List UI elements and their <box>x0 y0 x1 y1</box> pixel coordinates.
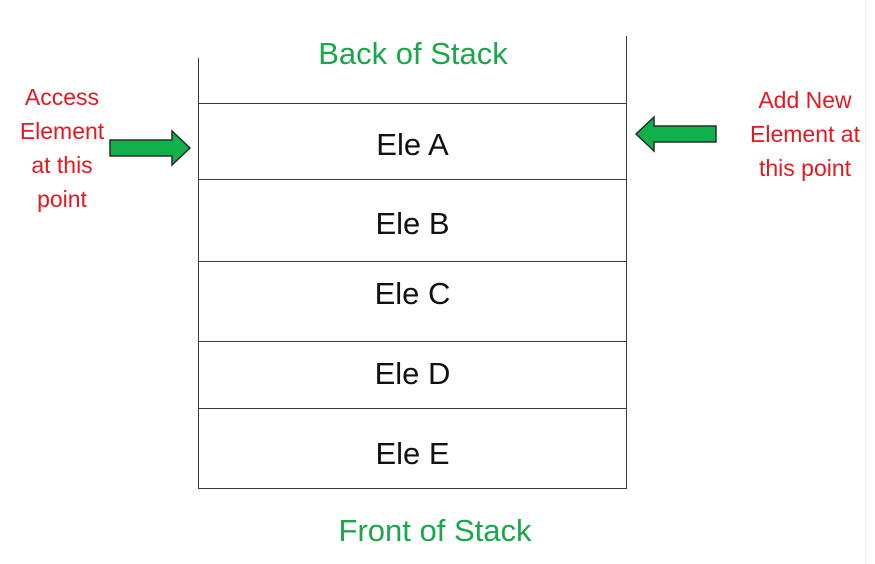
back-of-stack-label: Back of Stack <box>318 36 508 71</box>
stack-element-e: Ele E <box>375 436 450 471</box>
stack-divider <box>198 341 627 342</box>
stack-left-wall <box>198 58 199 489</box>
access-note-line: Access <box>24 84 100 110</box>
stack-divider <box>198 408 627 409</box>
add-note-line: this point <box>758 155 852 181</box>
right-edge-line <box>865 0 866 564</box>
access-note-line: at this <box>31 152 93 178</box>
stack-container: Ele A Ele B Ele C Ele D Ele E <box>198 36 628 489</box>
stack-element-d: Ele D <box>374 356 451 391</box>
left-arrow-icon <box>634 115 717 153</box>
stack-bottom <box>198 488 627 489</box>
right-arrow-icon <box>109 129 192 167</box>
stack-right-wall <box>626 36 627 489</box>
access-element-note: Access Element at this point <box>2 80 122 216</box>
stack-element-a: Ele A <box>376 127 449 162</box>
stack-element-c: Ele C <box>374 276 451 311</box>
stack-divider <box>198 261 627 262</box>
stack-element-b: Ele B <box>375 206 450 241</box>
add-element-note: Add New Element at this point <box>736 83 874 185</box>
access-note-line: Element <box>19 118 105 144</box>
stack-divider <box>198 179 627 180</box>
add-note-line: Element at <box>750 121 860 147</box>
front-of-stack-label: Front of Stack <box>338 513 532 548</box>
add-note-line: Add New <box>758 87 852 113</box>
access-note-line: point <box>37 186 87 212</box>
stack-divider <box>198 103 627 104</box>
